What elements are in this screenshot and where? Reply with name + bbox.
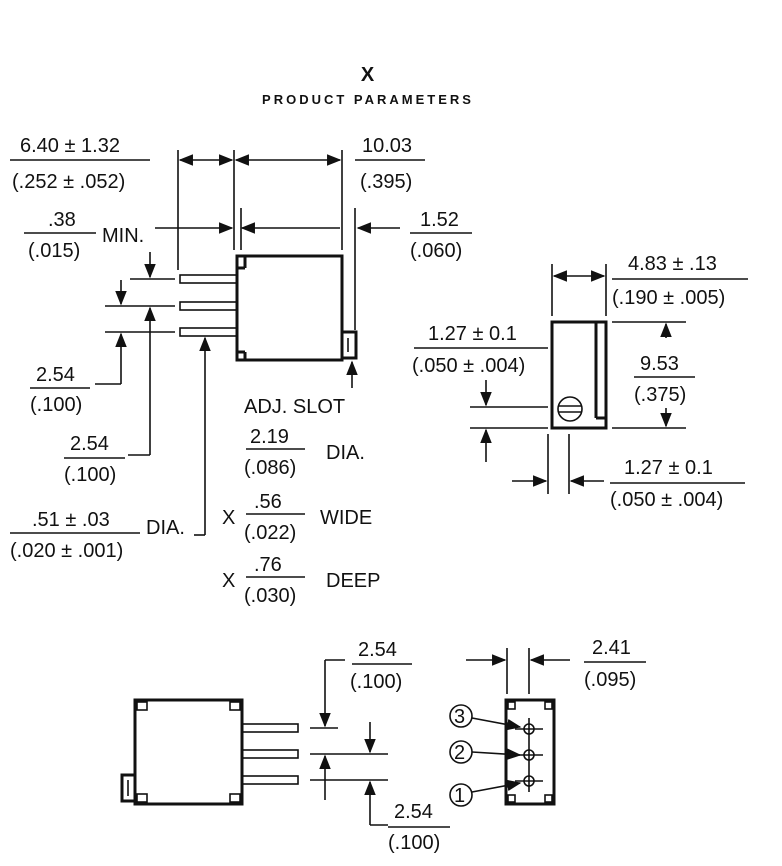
- pitch-1-mm: 2.54: [36, 364, 75, 386]
- width-a-mm: 6.40 ± 1.32: [20, 135, 120, 157]
- pitch-2-mm: 2.54: [70, 433, 109, 455]
- rear-pin-1: [241, 723, 299, 733]
- slot-dia-in: (.086): [244, 457, 296, 479]
- side-a-mm: 1.27 ± 0.1: [428, 323, 517, 345]
- side-view: [414, 264, 748, 494]
- width-b-mm: 10.03: [362, 135, 412, 157]
- rear-body: [133, 698, 244, 806]
- pin-dia-in: (.020 ± .001): [10, 540, 123, 562]
- diagram-title: X: [360, 64, 376, 86]
- side-b-mm: 1.27 ± 0.1: [624, 457, 713, 479]
- pin-end-body: [504, 698, 556, 806]
- slot-deep-in: (.030): [244, 585, 296, 607]
- adj-screw: [557, 396, 583, 422]
- front-view: [10, 150, 472, 578]
- width-a-in: (.252 ± .052): [12, 171, 125, 193]
- pin-dia-mm: .51 ± .03: [32, 509, 110, 531]
- pin-1-callout: [449, 783, 473, 807]
- diagram-subtitle: PRODUCT PARAMETERS: [262, 92, 474, 107]
- front-pin-2: [179, 301, 238, 311]
- slot-deep-prefix: X: [222, 570, 235, 592]
- standoff-suffix: MIN.: [102, 225, 144, 247]
- bottom-pitch-2-in: (.100): [388, 832, 440, 854]
- pin-end-view: [449, 648, 646, 807]
- adj-slot-tab: [340, 330, 358, 360]
- pin-3-callout: [449, 704, 473, 728]
- pin-2-label: 2: [454, 742, 465, 764]
- slot-deep-suffix: DEEP: [326, 570, 380, 592]
- slot-wide-suffix: WIDE: [320, 507, 372, 529]
- front-body: [235, 254, 344, 362]
- standoff-mm: .38: [48, 209, 76, 231]
- rear-view: [120, 659, 450, 828]
- side-height-mm: 9.53: [640, 353, 679, 375]
- front-pin-1: [179, 274, 238, 284]
- bottom-width-mm: 2.41: [592, 637, 631, 659]
- slot-wide-mm: .56: [254, 491, 282, 513]
- slot-dia-suffix: DIA.: [326, 442, 365, 464]
- pin-3-label: 3: [454, 706, 465, 728]
- bottom-width-in: (.095): [584, 669, 636, 691]
- pin-1-label: 1: [454, 785, 465, 807]
- rear-pin-2: [241, 749, 299, 759]
- pitch-2-in: (.100): [64, 464, 116, 486]
- slot-wide-prefix: X: [222, 507, 235, 529]
- rear-pin-3: [241, 775, 299, 785]
- side-a-in: (.050 ± .004): [412, 355, 525, 377]
- front-pin-3: [179, 327, 238, 337]
- pitch-1-in: (.100): [30, 394, 82, 416]
- slot-dia-mm: 2.19: [250, 426, 289, 448]
- side-b-in: (.050 ± .004): [610, 489, 723, 511]
- bottom-pitch-2-mm: 2.54: [394, 801, 433, 823]
- pin-dia-suffix: DIA.: [146, 517, 185, 539]
- slot-offset-in: (.060): [410, 240, 462, 262]
- bottom-pitch-1-mm: 2.54: [358, 639, 397, 661]
- side-width-mm: 4.83 ± .13: [628, 253, 717, 275]
- width-b-in: (.395): [360, 171, 412, 193]
- side-height-in: (.375): [634, 384, 686, 406]
- bottom-pitch-1-in: (.100): [350, 671, 402, 693]
- adj-slot-label: ADJ. SLOT: [244, 396, 345, 418]
- standoff-in: (.015): [28, 240, 80, 262]
- slot-wide-in: (.022): [244, 522, 296, 544]
- side-width-in: (.190 ± .005): [612, 287, 725, 309]
- slot-deep-mm: .76: [254, 554, 282, 576]
- slot-offset-mm: 1.52: [420, 209, 459, 231]
